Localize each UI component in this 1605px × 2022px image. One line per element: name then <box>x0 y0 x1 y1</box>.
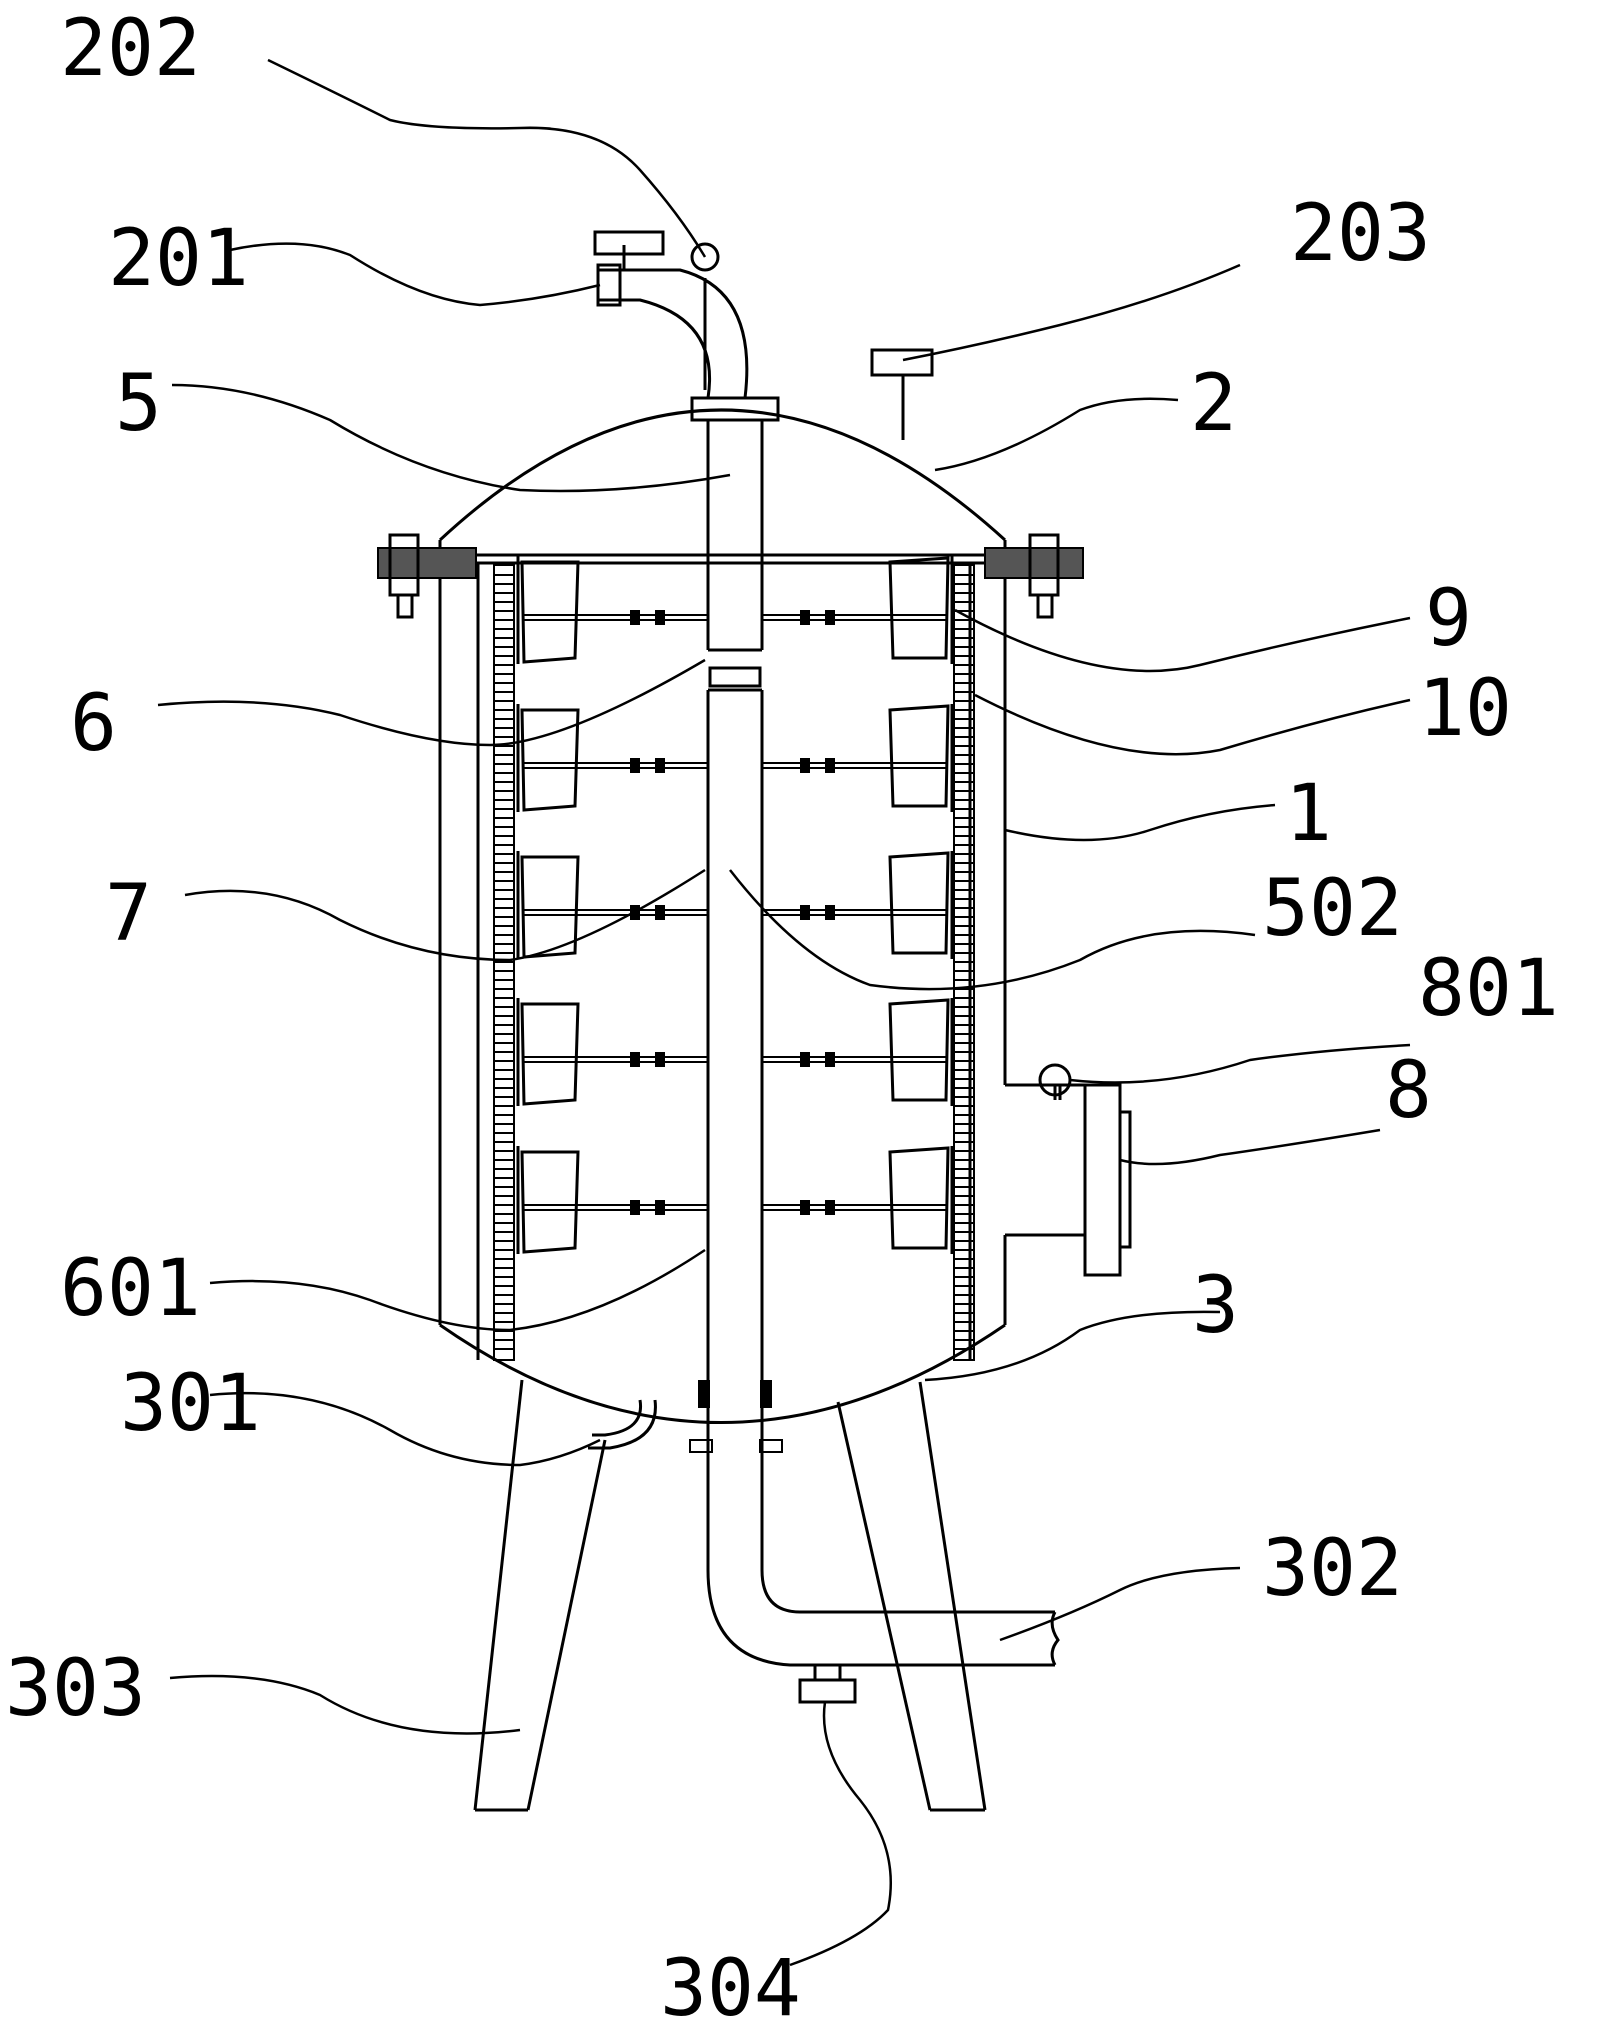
label-601: 601 <box>60 1244 201 1334</box>
label-6: 6 <box>70 679 117 769</box>
right-rod-clamp <box>800 1052 810 1067</box>
label-502: 502 <box>1262 864 1403 954</box>
label-304: 304 <box>660 1944 801 2022</box>
label-301: 301 <box>120 1359 261 1449</box>
label-201: 201 <box>108 214 249 304</box>
left-cartridge <box>520 1150 580 1254</box>
top-cap <box>430 408 1015 565</box>
right-rod-clamp <box>825 1052 835 1067</box>
label-203: 203 <box>1290 189 1431 279</box>
side-port <box>1005 1063 1132 1277</box>
sensor-203 <box>870 348 934 440</box>
left-rod-clamp <box>655 610 665 625</box>
right-rod-clamp <box>800 610 810 625</box>
right-cartridge <box>888 1146 950 1250</box>
central-shaft <box>593 230 783 1570</box>
left-rod-clamp <box>630 610 640 625</box>
label-302: 302 <box>1262 1524 1403 1614</box>
left-rod-clamp <box>630 1200 640 1215</box>
right-flange <box>984 533 1084 619</box>
drain-pipe <box>588 1399 657 1450</box>
right-cartridge <box>888 851 950 955</box>
right-rod-clamp <box>825 1200 835 1215</box>
outlet-pipe <box>706 1569 1060 1704</box>
left-rod-clamp <box>655 1052 665 1067</box>
filter-cartridges <box>516 556 954 1254</box>
leader-lines <box>157 58 1411 1967</box>
label-3: 3 <box>1192 1261 1239 1351</box>
label-202: 202 <box>60 4 201 94</box>
left-rod-clamp <box>630 758 640 773</box>
label-2: 2 <box>1190 359 1237 449</box>
left-screen-mesh <box>493 564 515 1361</box>
label-303: 303 <box>5 1644 146 1734</box>
right-rod-clamp <box>825 610 835 625</box>
left-cartridge <box>520 708 580 812</box>
label-9: 9 <box>1425 574 1472 664</box>
left-rod-clamp <box>630 1052 640 1067</box>
left-cartridge <box>520 560 580 664</box>
left-flange <box>377 533 477 619</box>
right-cartridge <box>888 704 950 808</box>
right-screen-mesh <box>953 564 975 1361</box>
right-rod-clamp <box>800 1200 810 1215</box>
left-rod-clamp <box>655 905 665 920</box>
left-rod-clamp <box>655 758 665 773</box>
label-7: 7 <box>105 869 152 959</box>
label-10: 10 <box>1418 664 1512 754</box>
label-5: 5 <box>115 359 162 449</box>
left-cartridge <box>520 855 580 959</box>
reference-labels: 202 201 203 5 2 9 10 6 1 7 502 801 8 601… <box>5 4 1559 2022</box>
support-legs <box>473 1379 987 1812</box>
right-rod-clamp <box>800 905 810 920</box>
right-cartridge <box>888 998 950 1102</box>
right-rod-clamp <box>825 758 835 773</box>
left-rod-clamp <box>655 1200 665 1215</box>
right-rod-clamp <box>800 758 810 773</box>
label-801: 801 <box>1418 944 1559 1034</box>
bottom-dish <box>439 1323 1006 1424</box>
label-1: 1 <box>1285 769 1332 859</box>
right-rod-clamp <box>825 905 835 920</box>
right-cartridge <box>888 556 950 660</box>
gauge-202 <box>690 242 720 390</box>
left-cartridge <box>520 1002 580 1106</box>
label-8: 8 <box>1385 1046 1432 1136</box>
